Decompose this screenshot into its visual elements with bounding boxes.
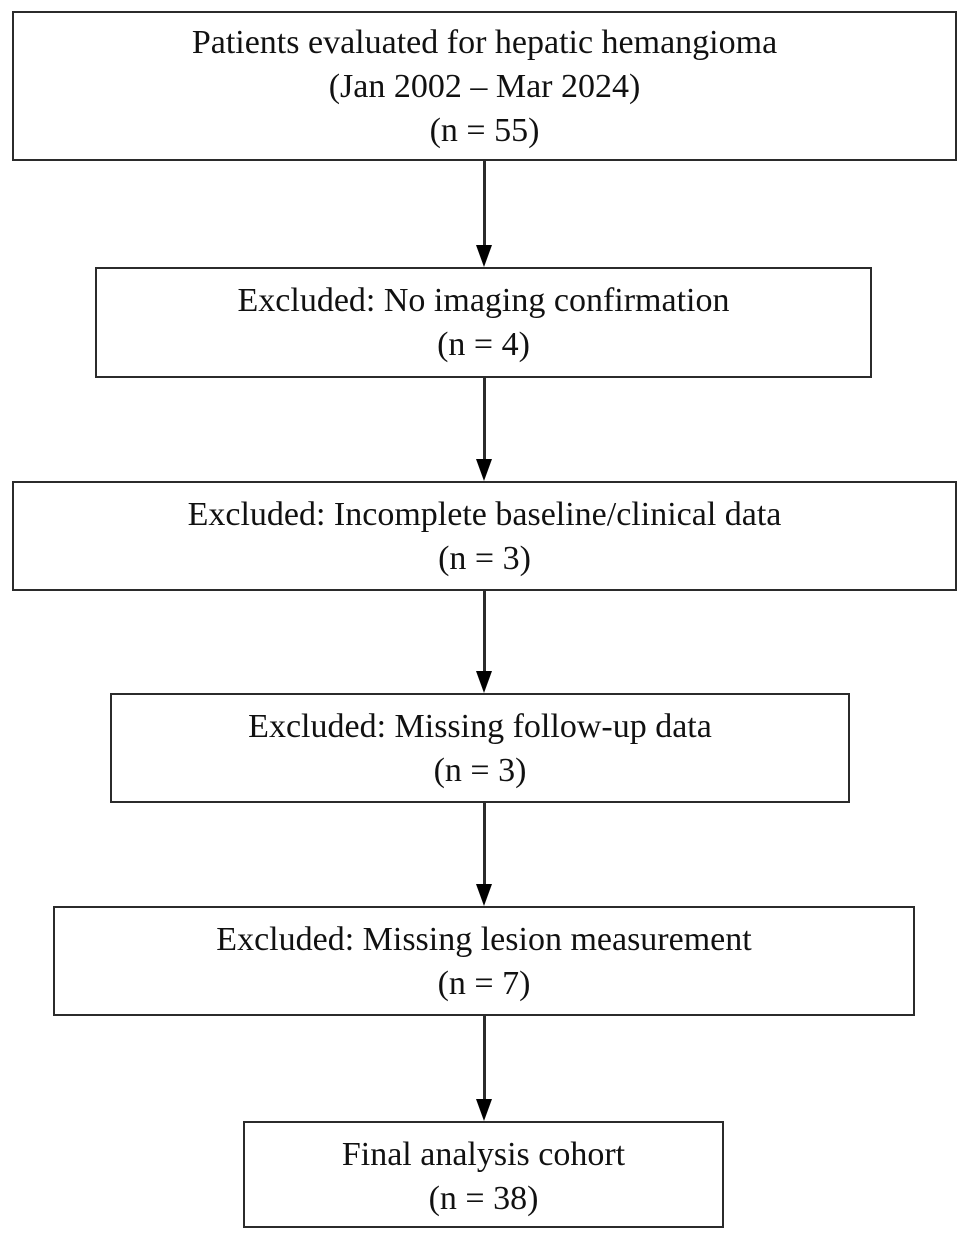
flow-node-excluded-incomplete-baseline[interactable]: Excluded: Incomplete baseline/clinical d… <box>12 481 957 591</box>
flow-node-excluded-missing-followup[interactable]: Excluded: Missing follow-up data (n = 3) <box>110 693 850 803</box>
flow-node-line: Excluded: Missing follow-up data <box>248 708 712 745</box>
arrow-stem <box>483 1016 486 1105</box>
flow-node-line: Excluded: Missing lesion measurement <box>216 921 752 958</box>
arrowhead-down-icon <box>476 245 492 267</box>
flow-arrow-evaluated-to-excluded-no-imaging <box>473 161 495 267</box>
flow-node-line: (n = 7) <box>437 965 531 1002</box>
flow-node-line: Excluded: No imaging confirmation <box>237 282 730 319</box>
flow-node-excluded-no-imaging[interactable]: Excluded: No imaging confirmation (n = 4… <box>95 267 872 378</box>
flow-node-line: Patients evaluated for hepatic hemangiom… <box>191 24 778 61</box>
arrowhead-down-icon <box>476 1099 492 1121</box>
flow-node-line: (Jan 2002 – Mar 2024) <box>328 68 641 105</box>
flow-node-excluded-missing-lesion[interactable]: Excluded: Missing lesion measurement (n … <box>53 906 915 1016</box>
flow-node-line: (n = 3) <box>438 540 531 577</box>
arrow-stem <box>483 378 486 465</box>
arrowhead-down-icon <box>476 459 492 481</box>
flow-node-line: Excluded: Incomplete baseline/clinical d… <box>187 496 782 533</box>
arrow-stem <box>483 161 486 251</box>
flow-arrow-excluded-incomplete-baseline-to-excluded-missing-followup <box>473 591 495 693</box>
flow-arrow-excluded-missing-followup-to-excluded-missing-lesion <box>473 803 495 906</box>
arrow-stem <box>483 591 486 677</box>
flow-arrow-excluded-missing-lesion-to-final-cohort <box>473 1016 495 1121</box>
arrow-stem <box>483 803 486 890</box>
arrowhead-down-icon <box>476 884 492 906</box>
flow-node-line: Final analysis cohort <box>341 1136 626 1173</box>
flow-arrow-excluded-no-imaging-to-excluded-incomplete-baseline <box>473 378 495 481</box>
flow-node-line: (n = 55) <box>429 112 540 149</box>
flow-node-final-cohort[interactable]: Final analysis cohort (n = 38) <box>243 1121 724 1228</box>
flow-node-line: (n = 4) <box>437 326 530 363</box>
flow-node-line: (n = 38) <box>428 1180 539 1217</box>
arrowhead-down-icon <box>476 671 492 693</box>
flow-node-evaluated[interactable]: Patients evaluated for hepatic hemangiom… <box>12 11 957 161</box>
flow-node-line: (n = 3) <box>433 752 527 789</box>
